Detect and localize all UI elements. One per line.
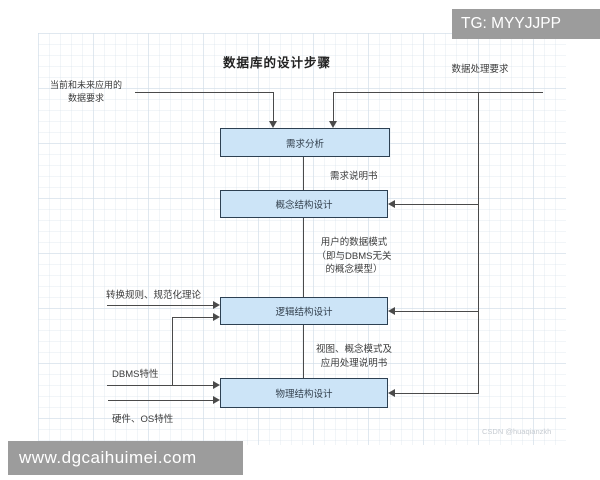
csdn-watermark: CSDN @huaqianzkh xyxy=(482,427,552,436)
arrowhead-into-logical-right xyxy=(388,307,395,315)
connector-dbms-branch-v xyxy=(172,317,173,385)
connector-right-bus-v xyxy=(478,92,479,393)
arrowhead-into-logical-left-2 xyxy=(213,313,220,321)
connector-transform-rules-h xyxy=(107,305,213,306)
flow-box-requirements-analysis: 需求分析 xyxy=(220,128,390,157)
connector-conceptual-to-logical xyxy=(303,218,304,297)
arrowhead-into-logical-left-1 xyxy=(213,301,220,309)
label-current-future-data-req: 当前和未来应用的 数据要求 xyxy=(49,80,122,103)
label-data-processing-req: 数据处理要求 xyxy=(451,64,509,75)
arrowhead-into-requirements-analysis-right xyxy=(329,121,337,128)
arrowhead-into-requirements-analysis-left xyxy=(269,121,277,128)
flow-box-physical-design: 物理结构设计 xyxy=(220,378,388,408)
arrowhead-into-conceptual-right xyxy=(388,200,395,208)
flow-box-logical-design: 逻辑结构设计 xyxy=(220,297,388,325)
flow-box-conceptual-design: 概念结构设计 xyxy=(220,190,388,218)
diagram-title: 数据库的设计步骤 xyxy=(222,56,331,70)
connector-logical-to-physical xyxy=(303,325,304,378)
label-dbms-features: DBMS特性 xyxy=(112,369,159,380)
connector-hardware-h xyxy=(108,400,213,401)
connector-data-processing-v xyxy=(333,92,334,121)
connector-left-data-req-v xyxy=(273,92,274,121)
connector-dbms-h xyxy=(107,385,213,386)
connector-bus-to-physical xyxy=(395,393,479,394)
connector-analysis-to-conceptual xyxy=(303,157,304,190)
label-requirement-spec: 需求说明书 xyxy=(330,171,378,182)
connector-bus-to-conceptual xyxy=(395,204,479,205)
tg-watermark: TG: MYYJJPP xyxy=(452,9,600,39)
arrowhead-into-physical-left-1 xyxy=(213,381,220,389)
label-user-data-model: 用户的数据模式 （即与DBMS无关 的概念模型） xyxy=(316,237,392,275)
label-view-schema-spec: 视图、概念模式及 应用处理说明书 xyxy=(315,344,392,369)
site-watermark: www.dgcaihuimei.com xyxy=(8,441,243,475)
connector-data-processing-h xyxy=(333,92,543,93)
arrowhead-into-physical-left-2 xyxy=(213,396,220,404)
label-hardware-os-features: 硬件、OS特性 xyxy=(112,414,174,425)
label-transform-rules: 转换规则、规范化理论 xyxy=(106,290,202,301)
connector-bus-to-logical xyxy=(395,311,479,312)
connector-dbms-branch-h xyxy=(172,317,213,318)
arrowhead-into-physical-right xyxy=(388,389,395,397)
connector-left-data-req-h xyxy=(135,92,274,93)
